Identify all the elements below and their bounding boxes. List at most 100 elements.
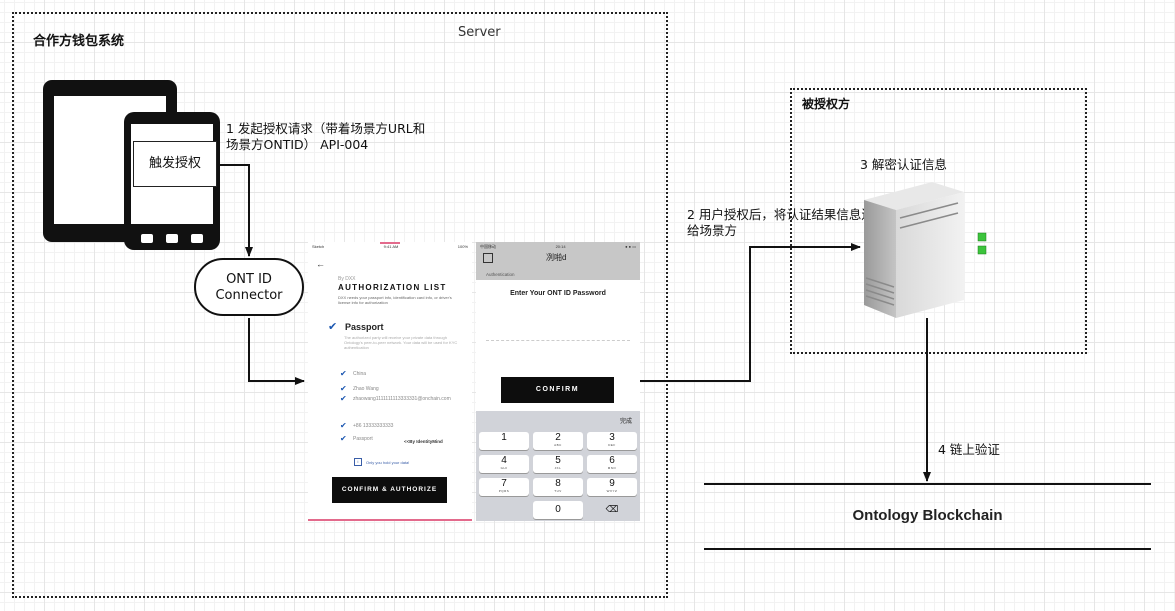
key-number: 6 [609, 455, 615, 466]
check-icon: ✔ [340, 394, 347, 403]
arrow-to-authorized-party [640, 243, 861, 382]
server-container [12, 12, 668, 598]
check-icon: ✔ [340, 383, 347, 393]
password-status-bar: 中国移动 20:14 ● ● ▭ [476, 242, 640, 252]
key-number: 7 [501, 478, 507, 489]
authorized-party-container [790, 88, 1087, 354]
hint-row: i Only you hold your data! [354, 458, 409, 466]
key-letters: MNO [607, 466, 617, 470]
key-letters: GHI [500, 466, 508, 470]
auth-item[interactable]: ✔ China [340, 366, 465, 381]
key-letters: WXYZ [606, 489, 618, 493]
key-number: 2 [555, 432, 561, 443]
pw-status-right: ● ● ▭ [625, 244, 636, 249]
step1-label: 1 发起授权请求（带着场景方URL和 场景方ONTID） API-004 [226, 121, 425, 153]
trigger-authorization-button[interactable]: 触发授权 [133, 141, 217, 187]
server-container-title: 合作方钱包系统 [33, 34, 125, 49]
authorization-list-screen: Sketch 9:41 AM 100% ← By DXX AUTHORIZATI… [308, 242, 472, 521]
password-subtitle: Authentication [486, 272, 515, 277]
auth-item[interactable]: ✔Zhao Wang [340, 381, 465, 396]
password-title: 冽啪d [546, 253, 567, 262]
back-arrow-icon[interactable]: ← [316, 259, 325, 269]
key-number: 0 [555, 504, 561, 515]
step2-line1: 2 用户授权后，将认证结果信息送 [687, 207, 874, 222]
auth-status-bar: Sketch 9:41 AM 100% [308, 242, 472, 251]
backspace-icon[interactable]: ⌫ [587, 501, 637, 519]
auth-item[interactable]: ✔ Passport [340, 433, 465, 445]
password-header: 中国移动 20:14 ● ● ▭ 冽啪d Authentication [476, 242, 640, 280]
key-number: 9 [609, 478, 615, 489]
info-icon: i [354, 458, 362, 466]
key-letters: DEF [608, 443, 616, 447]
auth-status-left: Sketch [312, 244, 325, 249]
key-number: ⌫ [605, 504, 619, 514]
auth-item[interactable]: ✔ zhaowang1111111113333331@onchain.com [340, 394, 465, 418]
keyboard-done[interactable]: 完成 [619, 419, 632, 425]
check-icon: ✔ [340, 434, 347, 443]
auth-item-label: China [353, 370, 367, 377]
menu-icon[interactable] [483, 253, 493, 263]
passport-heading-row: ✔ Passport [328, 321, 384, 333]
ontology-blockchain-label: Ontology Blockchain [852, 507, 1003, 524]
key-number: 5 [555, 455, 561, 466]
confirm-authorize-button[interactable]: CONFIRM & AUTHORIZE [332, 477, 447, 503]
connector-line1: ONT ID [226, 272, 272, 287]
connector-line2: Connector [215, 288, 283, 303]
pw-status-left: 中国移动 [480, 244, 496, 249]
server-icon [864, 182, 987, 318]
auth-status-right: 100% [457, 244, 468, 249]
by-identitymind: <<By IdentityMind [404, 439, 443, 444]
password-prompt: Enter Your ONT ID Password [510, 290, 606, 297]
check-icon: ✔ [340, 368, 347, 378]
password-screen: 中国移动 20:14 ● ● ▭ 冽啪d Authentication Ente… [476, 242, 640, 521]
key-letters: JKL [554, 466, 562, 470]
key-0[interactable]: 0 [533, 501, 583, 519]
step2-label: 2 用户授权后，将认证结果信息送 给场景方 [687, 207, 874, 239]
step1-line2: 场景方ONTID） API-004 [226, 137, 369, 152]
auth-list-title: AUTHORIZATION LIST [338, 283, 447, 292]
auth-list-desc: DXX needs your passport info, identifica… [338, 295, 452, 305]
server-label: Server [458, 25, 501, 40]
step3-label: 3 解密认证信息 [860, 157, 947, 172]
auth-item-label: +86 13333333333 [353, 422, 394, 429]
authorized-party-title: 被授权方 [802, 97, 851, 111]
auth-status-time: 9:41 AM [383, 244, 399, 249]
pw-status-time: 20:14 [555, 244, 566, 249]
arrow-trigger-to-connector [218, 164, 253, 257]
hint-text: Only you hold your data! [366, 459, 410, 465]
confirm-button[interactable]: CONFIRM [501, 377, 614, 403]
password-input[interactable] [486, 340, 630, 341]
step1-line1: 1 发起授权请求（带着场景方URL和 [226, 121, 426, 136]
passport-check-icon: ✔ [328, 321, 338, 333]
step4-label: 4 链上验证 [938, 442, 1000, 457]
auth-items: ✔ China ✔Zhao Wang ✔ zhaowang1111111113333… [340, 366, 465, 445]
auth-item-label: zhaowang1111111113333331@onchain.com [353, 396, 451, 402]
passport-heading: Passport [345, 322, 384, 332]
step2-line2: 给场景方 [687, 223, 738, 238]
key-number: 8 [555, 478, 561, 489]
auth-item-label: Passport [353, 436, 373, 442]
key-letters: ABC [554, 443, 562, 447]
auth-by: By DXX [338, 276, 356, 282]
key-1[interactable]: 1 [479, 432, 529, 450]
auth-top-accent [380, 242, 400, 244]
ont-id-connector: ONT ID Connector [194, 258, 304, 316]
auth-item[interactable]: ✔ +86 13333333333 [340, 418, 465, 433]
key-number: 4 [501, 455, 507, 466]
passport-desc: The authorized party will receive your p… [344, 335, 458, 350]
key-number: 3 [609, 432, 615, 443]
key-letters: PQRS [498, 489, 510, 493]
key-number: 1 [501, 432, 507, 443]
arrow-connector-to-auth [248, 318, 305, 385]
check-icon: ✔ [340, 420, 347, 430]
